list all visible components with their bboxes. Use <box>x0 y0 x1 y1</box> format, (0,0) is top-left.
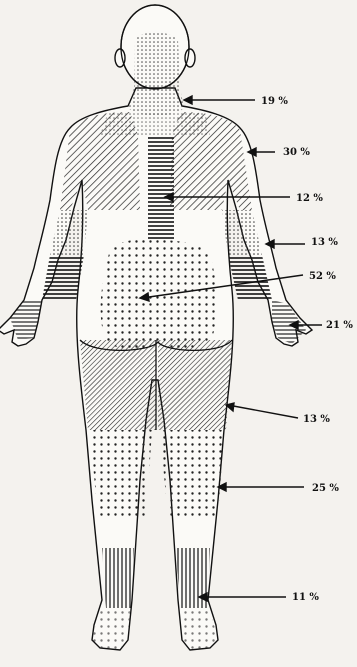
label-13-thigh: 13 % <box>303 414 330 425</box>
label-30: 30 % <box>283 147 310 158</box>
region-spine <box>148 135 174 240</box>
label-13-elbow: 13 % <box>311 237 338 248</box>
label-25: 25 % <box>312 483 339 494</box>
region-knee-right <box>160 430 224 520</box>
region-knee-left <box>90 430 152 520</box>
label-21: 21 % <box>326 320 353 331</box>
region-thigh-right <box>158 340 232 430</box>
label-52: 52 % <box>309 271 336 282</box>
region-thigh-left <box>80 340 156 430</box>
label-12: 12 % <box>296 193 323 204</box>
label-11: 11 % <box>292 592 319 603</box>
region-neck <box>128 33 184 116</box>
label-19: 19 % <box>261 96 288 107</box>
region-ankle-left <box>102 548 134 608</box>
percentage-labels: 19 % 30 % 12 % 13 % 52 % 21 % 13 % 25 % … <box>261 96 353 603</box>
region-lower-back <box>101 240 218 350</box>
